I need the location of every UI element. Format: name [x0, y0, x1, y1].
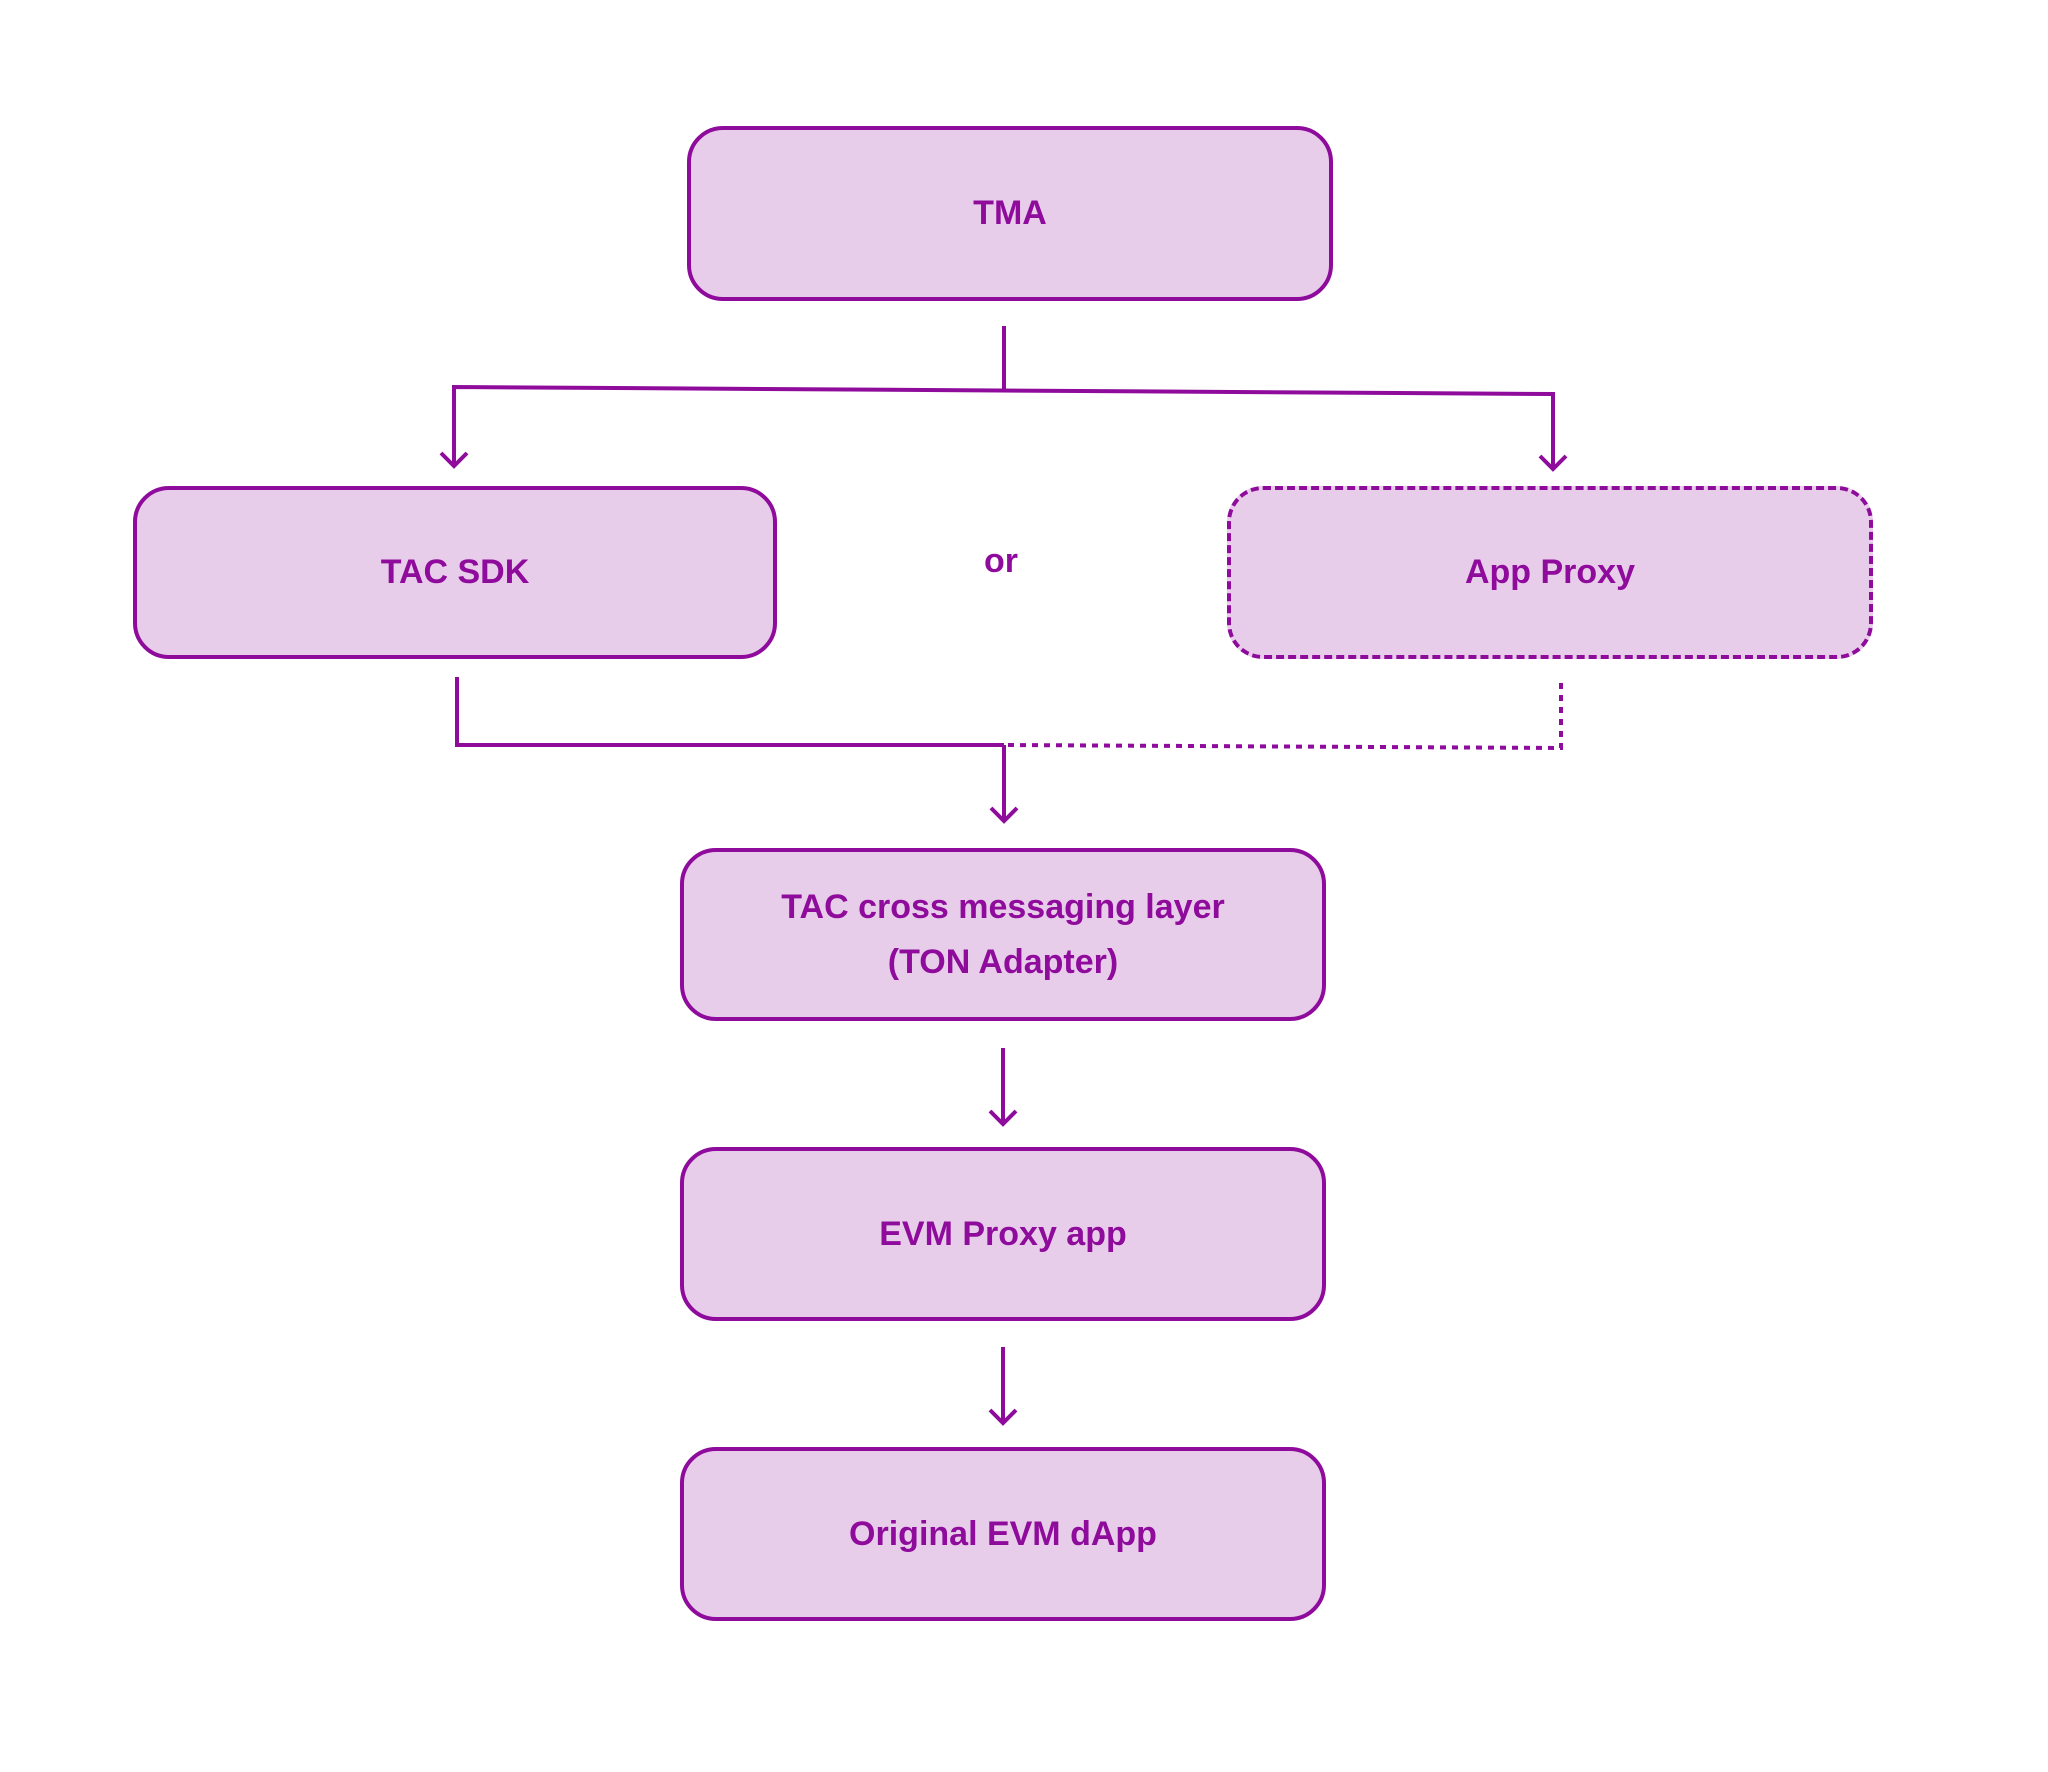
- node-cross-layer-label-2: (TON Adapter): [887, 942, 1119, 981]
- node-app-proxy-label: App Proxy: [1464, 553, 1636, 592]
- or-label: or: [984, 542, 1018, 580]
- node-cross-messaging-layer: TAC cross messaging layer (TON Adapter): [680, 848, 1326, 1021]
- node-evm-proxy-label: EVM Proxy app: [879, 1214, 1127, 1253]
- connector-app-proxy-merge: [1003, 683, 1563, 751]
- node-original-dapp-label: Original EVM dApp: [849, 1514, 1157, 1553]
- node-tma-label: TMA: [973, 194, 1047, 233]
- node-tma: TMA: [687, 126, 1333, 301]
- connector-tac-sdk-merge: [455, 677, 1004, 747]
- node-evm-proxy-app: EVM Proxy app: [680, 1147, 1326, 1321]
- connector-to-cross-layer: [989, 745, 1019, 824]
- node-app-proxy: App Proxy: [1227, 486, 1873, 659]
- arrowhead-app-proxy: [1538, 454, 1568, 472]
- node-tac-sdk-label: TAC SDK: [380, 553, 530, 592]
- connector-to-original-dapp: [988, 1347, 1018, 1426]
- node-original-evm-dapp: Original EVM dApp: [680, 1447, 1326, 1621]
- connector-to-evm-proxy: [988, 1048, 1018, 1127]
- connector-split: [452, 384, 1555, 469]
- node-tac-sdk: TAC SDK: [133, 486, 777, 659]
- node-cross-layer-label-1: TAC cross messaging layer: [781, 888, 1225, 927]
- arrowhead-tac-sdk: [439, 451, 469, 469]
